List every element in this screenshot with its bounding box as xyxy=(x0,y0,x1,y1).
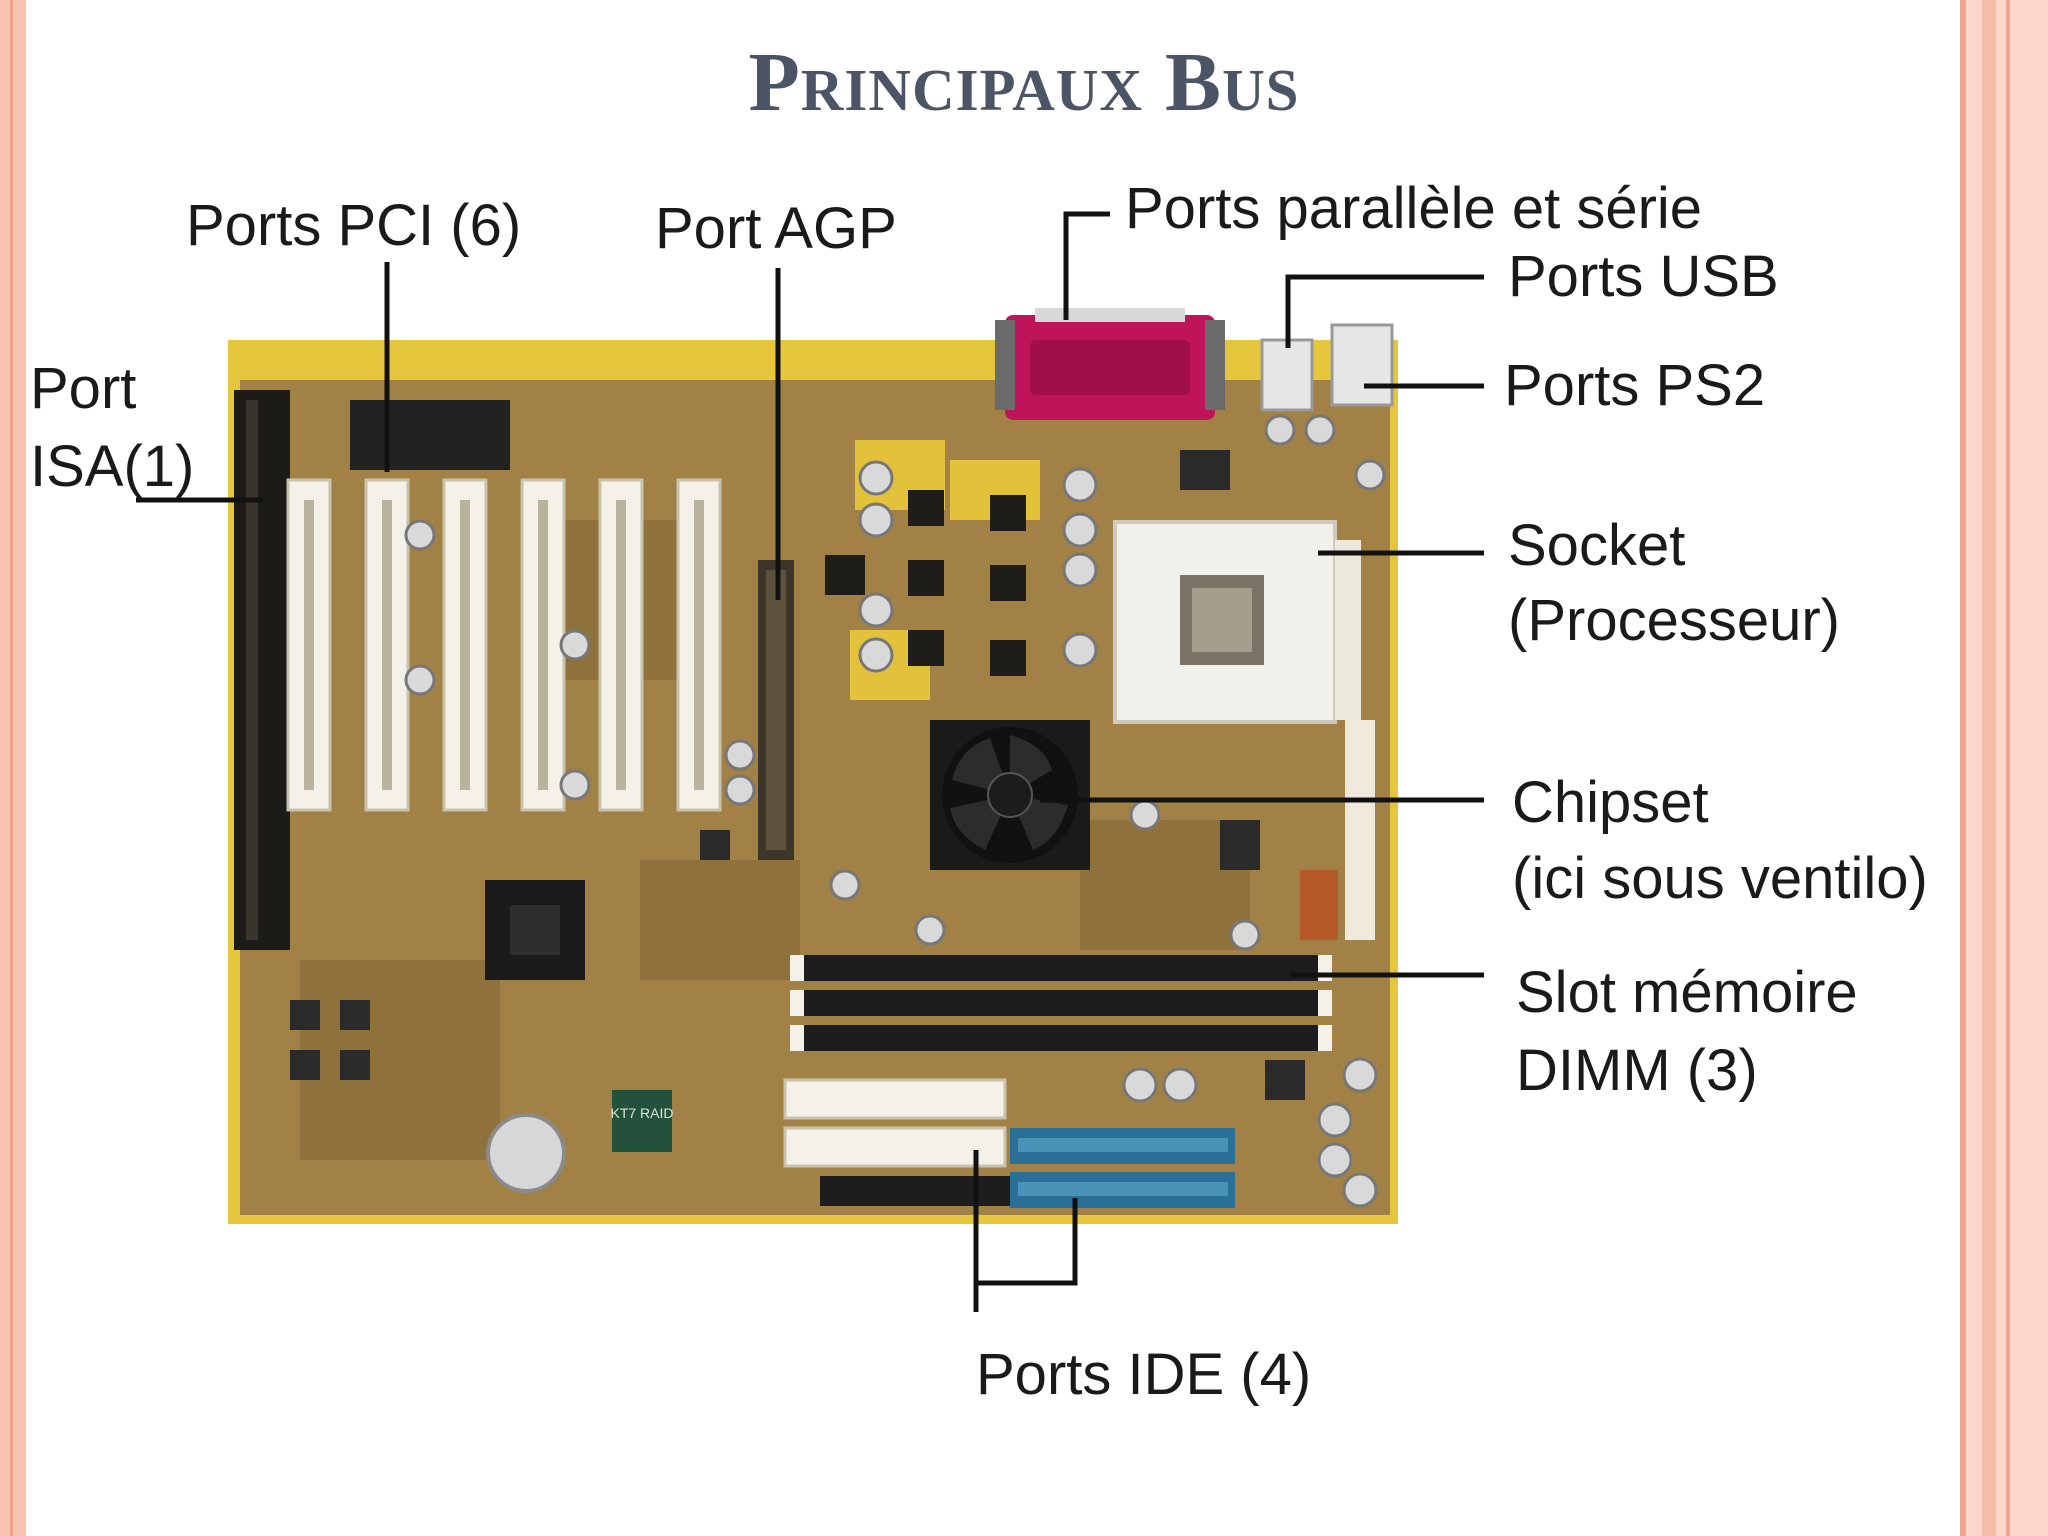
right-decorative-border xyxy=(1960,0,2048,1536)
capacitors xyxy=(404,414,1386,1208)
parallel-port xyxy=(995,308,1225,420)
labels: Ports PCI (6) Port AGP Ports parallèle e… xyxy=(30,176,1928,1407)
raid-chip xyxy=(612,1090,672,1152)
label-parallel-serial: Ports parallèle et série xyxy=(1125,176,1702,241)
pci-slots xyxy=(286,478,722,812)
chipset-fan xyxy=(930,720,1090,870)
label-chipset-line1: Chipset xyxy=(1512,770,1709,835)
label-ps2: Ports PS2 xyxy=(1504,353,1765,418)
label-socket-line1: Socket xyxy=(1508,513,1685,578)
leader-lines xyxy=(136,211,1484,1312)
ide-connectors xyxy=(1010,1128,1235,1208)
ps2-ports xyxy=(1330,323,1394,407)
left-decorative-border xyxy=(0,0,26,1536)
label-socket-line2: (Processeur) xyxy=(1508,588,1840,653)
usb-ports xyxy=(1260,338,1314,412)
label-dimm-line2: DIMM (3) xyxy=(1516,1038,1758,1103)
slide-title: Principaux Bus xyxy=(748,36,1300,129)
isa-slot xyxy=(234,390,290,950)
label-ide: Ports IDE (4) xyxy=(976,1342,1311,1407)
cmos-battery xyxy=(486,1113,566,1193)
label-dimm-line1: Slot mémoire xyxy=(1516,960,1858,1025)
raid-chip-label: KT7 RAID xyxy=(610,1105,673,1121)
label-chipset-line2: (ici sous ventilo) xyxy=(1512,846,1928,911)
label-isa-line2: ISA(1) xyxy=(30,434,194,499)
label-isa-line1: Port xyxy=(30,356,136,421)
label-pci: Ports PCI (6) xyxy=(186,193,521,258)
label-usb: Ports USB xyxy=(1508,244,1779,309)
dimm-slots xyxy=(790,955,1332,1051)
cpu-socket xyxy=(1113,520,1361,724)
bios-chip xyxy=(350,400,510,470)
label-agp: Port AGP xyxy=(655,196,897,261)
motherboard-image: KT7 RAID xyxy=(228,308,1398,1224)
